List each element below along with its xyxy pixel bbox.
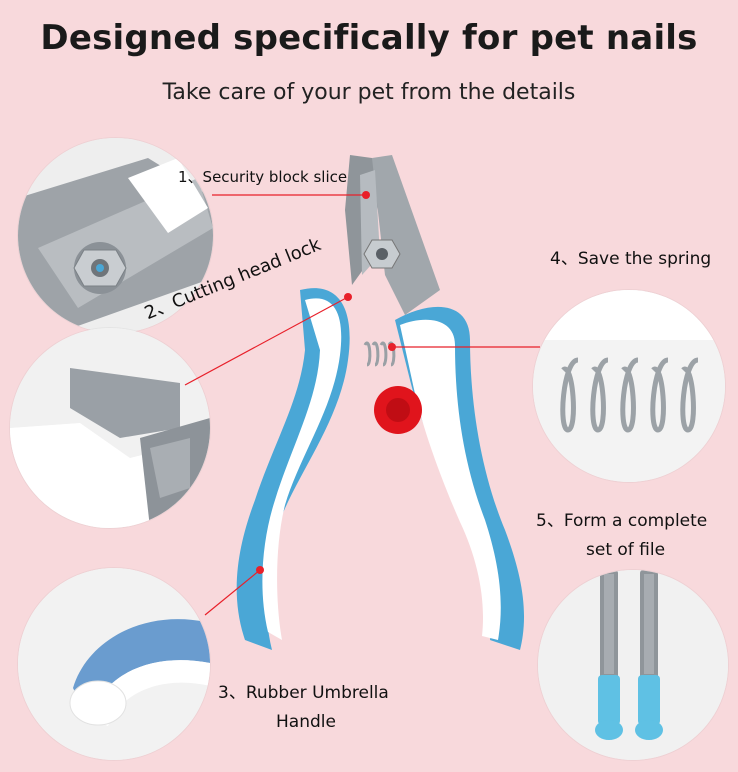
callout-file-set-line1: 5、Form a complete [536,511,708,531]
callout-file-set-line2: set of file [586,540,666,560]
page-subtitle: Take care of your pet from the details [162,80,576,105]
detail-circle-spring [533,290,725,482]
page-title: Designed specifically for pet nails [40,18,698,58]
callout-save-spring: 4、Save the spring [550,249,712,269]
callout-security-block-slice: 1、Security block slice [178,168,348,186]
detail-circle-rubber-handle [18,568,210,760]
detail-circle-cutting-head-lock [10,328,210,528]
callout-rubber-handle-line2: Handle [276,712,336,732]
callout-rubber-handle-line1: 3、Rubber Umbrella [218,683,389,703]
detail-circle-security-block [18,138,213,333]
detail-circle-nail-files [538,570,728,760]
